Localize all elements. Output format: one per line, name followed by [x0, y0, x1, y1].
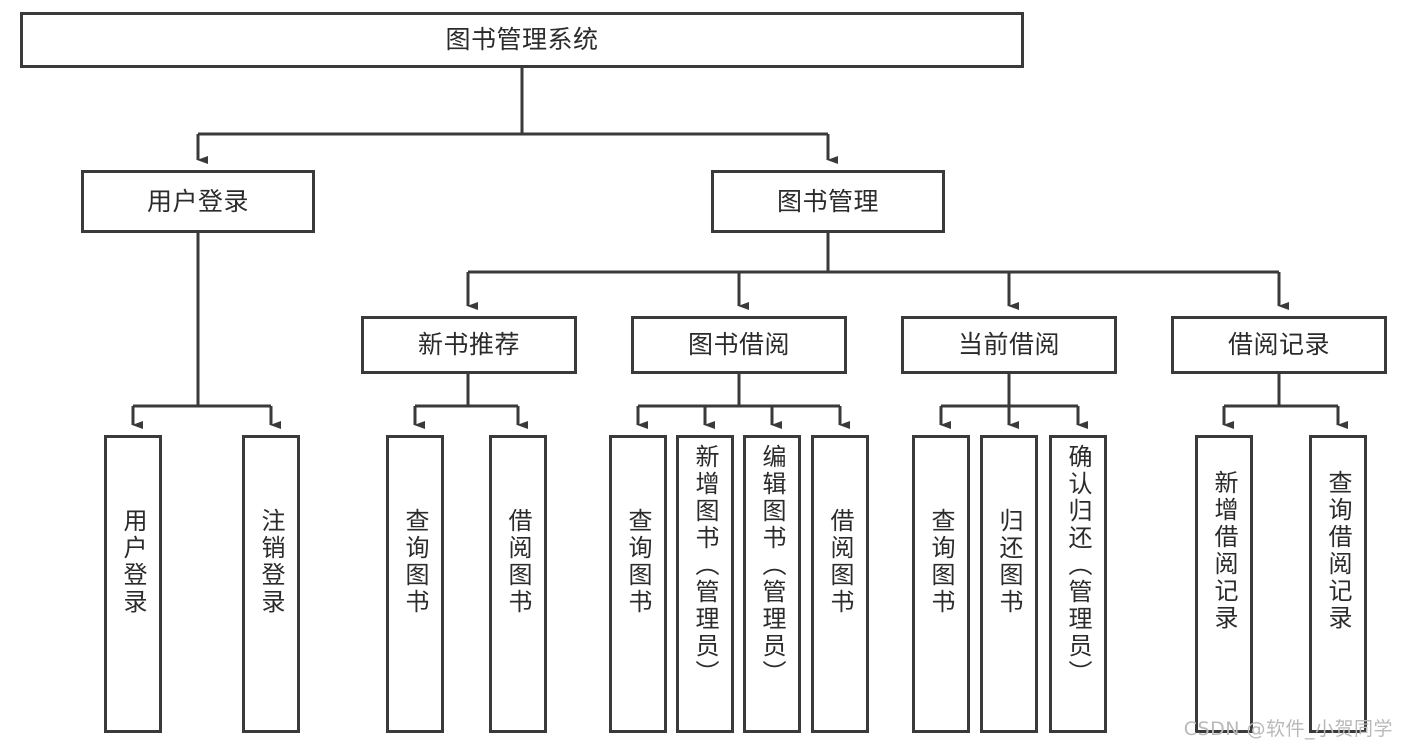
node-borrow-record[interactable]: 借阅记录 [1171, 316, 1387, 374]
node-leaf-add-record[interactable]: 新增借阅记录 [1195, 435, 1253, 733]
node-root-label: 图书管理系统 [445, 25, 599, 55]
node-leaf-user-login[interactable]: 用户登录 [104, 435, 162, 733]
node-leaf-add-book-label: 新增图书（管理员） [691, 444, 719, 687]
node-current-borrow[interactable]: 当前借阅 [901, 316, 1117, 374]
node-new-book-recommend[interactable]: 新书推荐 [361, 316, 577, 374]
node-book-manage-label: 图书管理 [776, 186, 879, 216]
node-book-manage[interactable]: 图书管理 [711, 170, 945, 233]
node-borrow-record-label: 借阅记录 [1227, 330, 1330, 360]
node-leaf-confirm-return[interactable]: 确认归还（管理员） [1049, 435, 1107, 733]
node-leaf-borrow-book-2-label: 借阅图书 [826, 508, 854, 616]
node-book-borrow[interactable]: 图书借阅 [631, 316, 847, 374]
node-current-borrow-label: 当前借阅 [957, 330, 1060, 360]
node-user-login[interactable]: 用户登录 [81, 170, 315, 233]
node-leaf-borrow-book-1[interactable]: 借阅图书 [489, 435, 547, 733]
node-root[interactable]: 图书管理系统 [20, 12, 1024, 68]
node-leaf-edit-book-label: 编辑图书（管理员） [758, 444, 786, 687]
node-leaf-return-book[interactable]: 归还图书 [980, 435, 1038, 733]
node-leaf-add-book[interactable]: 新增图书（管理员） [676, 435, 734, 733]
node-new-book-recommend-label: 新书推荐 [417, 330, 520, 360]
node-leaf-user-login-label: 用户登录 [119, 508, 147, 616]
node-leaf-borrow-book-2[interactable]: 借阅图书 [811, 435, 869, 733]
node-leaf-query-book-2[interactable]: 查询图书 [609, 435, 667, 733]
node-leaf-return-book-label: 归还图书 [995, 508, 1023, 616]
node-leaf-logout[interactable]: 注销登录 [242, 435, 300, 733]
node-leaf-query-book-2-label: 查询图书 [624, 508, 652, 616]
node-leaf-query-book-1[interactable]: 查询图书 [386, 435, 444, 733]
node-leaf-query-record[interactable]: 查询借阅记录 [1309, 435, 1367, 733]
node-book-borrow-label: 图书借阅 [687, 330, 790, 360]
node-leaf-query-book-1-label: 查询图书 [401, 508, 429, 616]
node-leaf-add-record-label: 新增借阅记录 [1210, 470, 1238, 632]
node-leaf-logout-label: 注销登录 [257, 508, 285, 616]
node-leaf-confirm-return-label: 确认归还（管理员） [1064, 444, 1092, 687]
watermark: CSDN @软件_小贺同学 [1183, 718, 1393, 740]
node-leaf-query-book-3[interactable]: 查询图书 [912, 435, 970, 733]
node-user-login-label: 用户登录 [146, 186, 249, 216]
node-leaf-query-record-label: 查询借阅记录 [1324, 470, 1352, 632]
node-leaf-borrow-book-1-label: 借阅图书 [504, 508, 532, 616]
node-leaf-query-book-3-label: 查询图书 [927, 508, 955, 616]
node-leaf-edit-book[interactable]: 编辑图书（管理员） [743, 435, 801, 733]
